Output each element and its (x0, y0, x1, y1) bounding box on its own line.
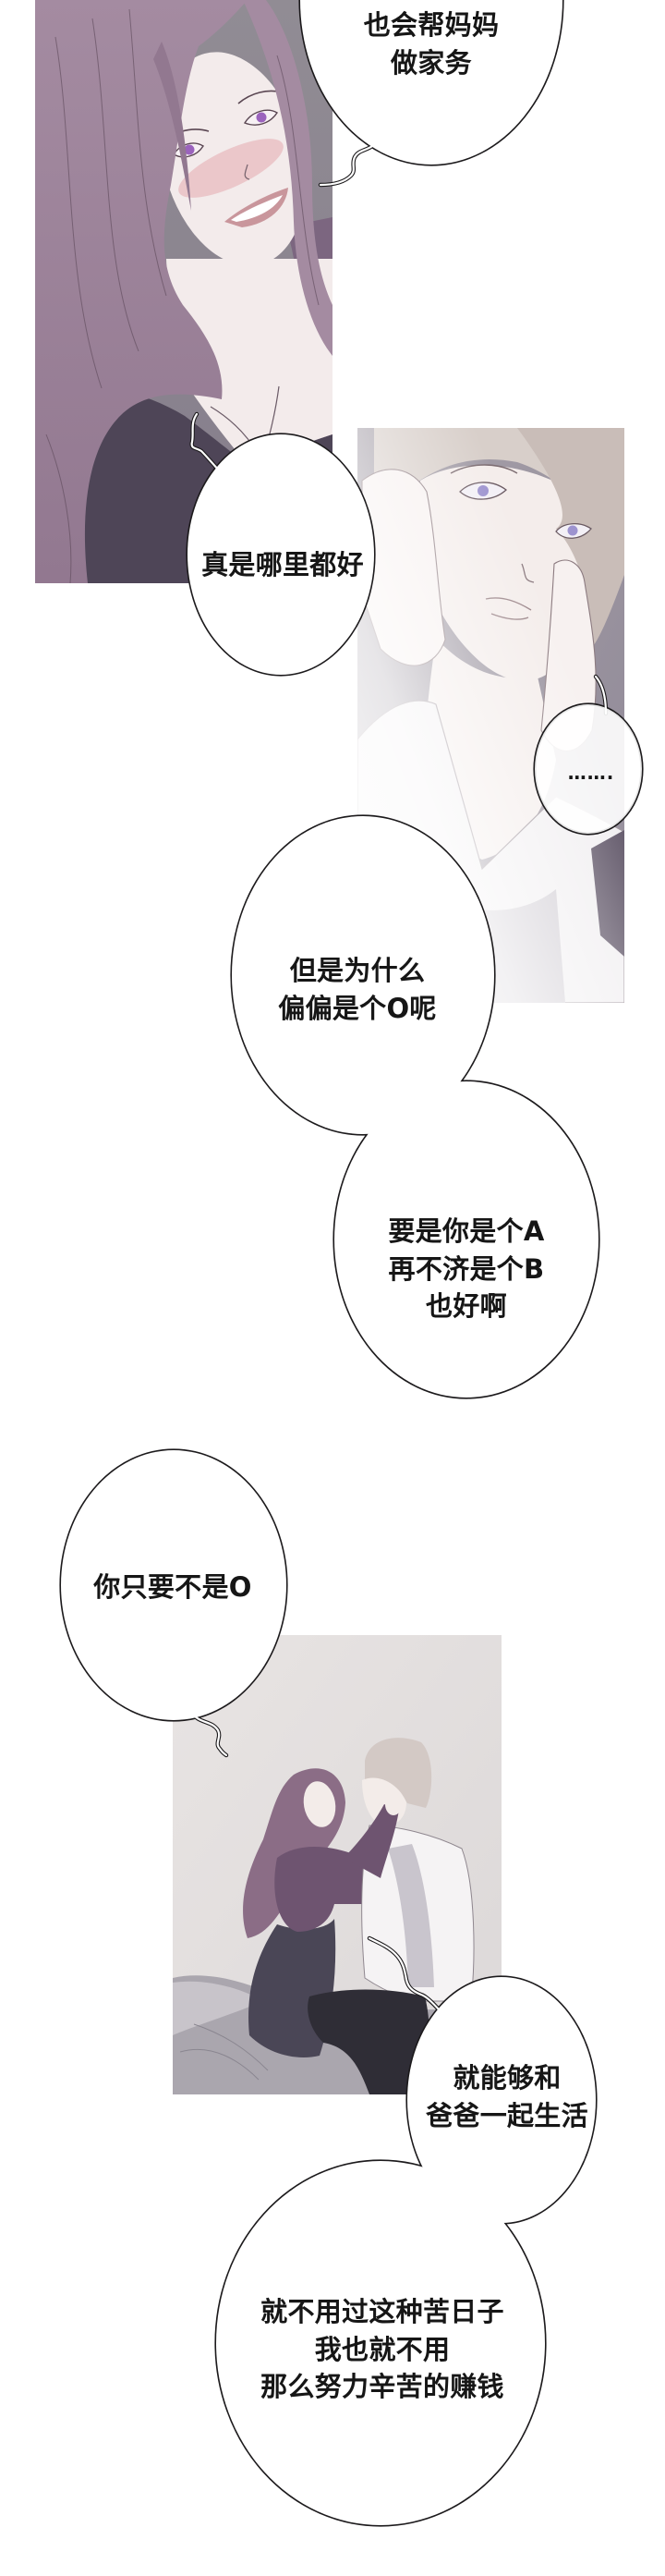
woman-hair-strand (153, 42, 191, 211)
bubble-2-line-1: 真是哪里都好 (201, 549, 364, 580)
bubble-1-line-2: 做家务 (391, 46, 472, 79)
bubble-8-line-3: 那么努力辛苦的赚钱 (260, 2371, 504, 2402)
bubble-6-text: 你只要不是O (93, 1569, 251, 1606)
woman-hand-on-face (385, 1793, 402, 1815)
bubble-4 (232, 816, 494, 1134)
man-hair-small (365, 1738, 432, 1808)
bubble-3-text: ……. (568, 754, 615, 792)
bubble-1-tail (319, 140, 379, 187)
bubble-6 (61, 1450, 286, 1720)
bubble-5-line-2: 再不济是个B (388, 1252, 545, 1285)
bubble-7-line-2: 爸爸一起生活 (426, 2099, 588, 2131)
bubble-7-text: 就能够和 爸爸一起生活 (426, 2059, 588, 2134)
bubble-5-line-1: 要是你是个A (388, 1215, 545, 1247)
bubble-tails (187, 140, 609, 2020)
bubble-4-line-1: 但是为什么 (289, 955, 426, 986)
bubble-2 (187, 434, 374, 675)
panel-1 (35, 0, 332, 583)
man-undershirt-small (388, 1844, 434, 1987)
bubble-8-line-1: 就不用过这种苦日子 (260, 2296, 504, 2327)
woman-arm (344, 1804, 399, 1878)
bubble-1 (300, 0, 562, 165)
bubble-1-text: 也会帮妈妈 做家务 (364, 6, 500, 81)
bubble-5 (334, 1081, 598, 1398)
woman-face-small (303, 1781, 336, 1827)
bubble-8 (216, 2161, 545, 2525)
tail-cores (188, 140, 608, 2019)
bubble-8-line-2: 我也就不用 (314, 2333, 451, 2365)
bubble-8-text: 就不用过这种苦日子 我也就不用 那么努力辛苦的赚钱 (260, 2293, 504, 2406)
bubble-4-line-2: 偏偏是个O呢 (278, 992, 437, 1024)
bubble-3 (535, 704, 642, 834)
woman-neck-chest (166, 259, 332, 467)
bubble-fills (61, 0, 642, 2525)
bubble-6-line-1: 你只要不是O (93, 1571, 252, 1603)
bubble-7-line-1: 就能够和 (453, 2062, 562, 2094)
bubble-7 (407, 1977, 596, 2223)
bubble-6-tail (188, 1708, 228, 1757)
bubble-2-text: 真是哪里都好 (201, 546, 364, 584)
bed-sheet-highlight (173, 1981, 263, 2035)
woman-mouth (224, 188, 288, 227)
woman-nose (244, 164, 250, 180)
bubble-1-line-1: 也会帮妈妈 (363, 9, 500, 41)
bubble-7-tail (368, 1936, 447, 2019)
bubble-5-line-3: 也好啊 (426, 1290, 507, 1322)
panel-3 (173, 1635, 502, 2094)
woman-hair-left (35, 0, 248, 583)
man-pants (308, 1989, 429, 2094)
woman-blush (178, 139, 284, 198)
woman-hair-lines (45, 8, 320, 583)
bubble-2-tail (190, 412, 222, 473)
bubble-3-line-1: ……. (567, 762, 615, 784)
bubble-4-text: 但是为什么 偏偏是个O呢 (278, 952, 436, 1027)
bubble-5-text: 要是你是个A 再不济是个B 也好啊 (388, 1213, 544, 1325)
